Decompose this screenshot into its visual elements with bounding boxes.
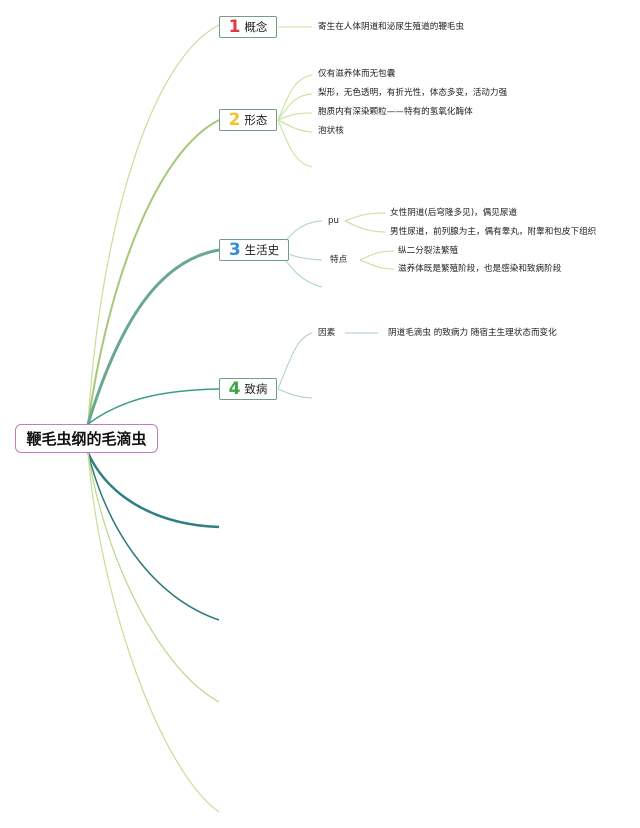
branch-number: 1 (228, 16, 241, 37)
pathogenesis-factor-label[interactable]: 因素 (318, 328, 336, 338)
link-root-empty-3 (87, 452, 220, 703)
link-root-empty-1 (86, 452, 220, 529)
link-morph-2 (277, 93, 313, 121)
branch-concept[interactable]: 1 概念 (219, 16, 277, 38)
branch-number: 4 (228, 378, 241, 399)
lifecycle-feature-item[interactable]: 纵二分裂法繁殖 (398, 246, 459, 256)
morphology-item[interactable]: 梨形，无色透明，有折光性，体态多变，活动力强 (318, 88, 508, 98)
lifecycle-pu-item[interactable]: 女性阴道(后穹隆多见)，偶见尿道 (390, 208, 518, 218)
branch-label: 概念 (244, 20, 268, 34)
branch-label: 形态 (244, 113, 268, 127)
link-root-empty-4 (87, 452, 220, 813)
link-root-empty-2 (87, 452, 220, 621)
concept-text[interactable]: 寄生在人体阴道和泌尿生殖道的鞭毛虫 (318, 22, 465, 32)
link-root-concept (87, 24, 220, 425)
lifecycle-features-label[interactable]: 特点 (330, 255, 348, 265)
lifecycle-feature-item[interactable]: 滋养体既是繁殖阶段，也是感染和致病阶段 (398, 264, 562, 274)
link-root-morphology (87, 119, 220, 425)
link-feat-1 (359, 250, 395, 261)
lifecycle-pu-label[interactable]: pu (328, 216, 339, 226)
link-morph-4 (277, 119, 313, 133)
branch-number: 3 (228, 239, 241, 260)
branch-number: 2 (228, 109, 241, 130)
pathogenesis-factor-text[interactable]: 阴道毛滴虫 的致病力 随宿主生理状态而变化 (388, 328, 557, 338)
link-path-extra (277, 388, 313, 399)
morphology-item[interactable]: 泡状核 (318, 126, 344, 136)
branch-lifecycle[interactable]: 3 生活史 (219, 239, 289, 261)
link-morph-3 (277, 112, 313, 121)
link-path-factor (277, 332, 313, 390)
branch-label: 致病 (244, 382, 268, 396)
link-morph-5 (277, 119, 313, 168)
morphology-item[interactable]: 仅有滋养体而无包囊 (318, 69, 396, 79)
link-pu-1 (344, 212, 387, 222)
branch-morphology[interactable]: 2 形态 (219, 109, 277, 131)
branch-label: 生活史 (244, 243, 280, 257)
link-root-pathogenesis (87, 388, 220, 425)
link-morph-1 (277, 74, 313, 121)
branch-pathogenesis[interactable]: 4 致病 (219, 378, 277, 400)
root-node[interactable]: 鞭毛虫纲的毛滴虫 (15, 424, 158, 453)
link-feat-2 (359, 259, 395, 270)
link-pu-2 (344, 220, 387, 233)
morphology-item[interactable]: 胞质内有深染颗粒——特有的氢氧化酶体 (318, 107, 473, 117)
link-root-lifecycle (86, 248, 220, 425)
root-label: 鞭毛虫纲的毛滴虫 (26, 430, 147, 448)
lifecycle-pu-item[interactable]: 男性尿道，前列腺为主，偶有睾丸，附睾和包皮下组织 (390, 227, 597, 237)
